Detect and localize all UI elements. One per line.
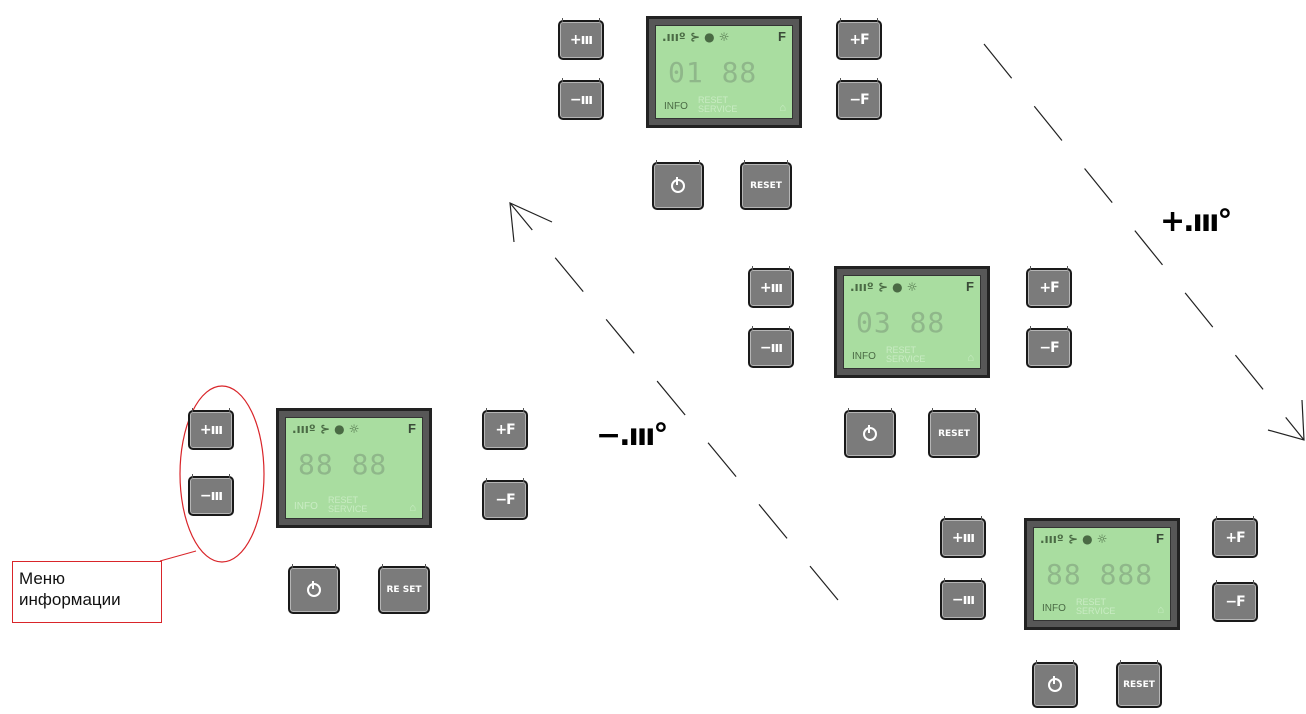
power-icon xyxy=(863,427,877,441)
lcd-info-label: INFO xyxy=(294,501,318,512)
power-button[interactable] xyxy=(652,162,704,210)
tap-minus-icon: −F xyxy=(1039,340,1058,356)
dhw-plus-button[interactable]: +F xyxy=(836,20,882,60)
tap-plus-icon: +F xyxy=(1039,280,1058,296)
info-menu-callout: Меню информации xyxy=(12,561,162,623)
reset-button[interactable]: RE SET xyxy=(378,566,430,614)
radiator-minus-icon: −ııı xyxy=(200,488,222,504)
tap-minus-icon: −F xyxy=(495,492,514,508)
heating-minus-button[interactable]: −ııı xyxy=(188,476,234,516)
power-icon xyxy=(307,583,321,597)
house-icon: ⌂ xyxy=(1157,604,1164,616)
arrowhead-top xyxy=(510,203,552,242)
radiator-minus-icon: −ııı xyxy=(570,92,592,108)
panel-middle: +ııı −ııı .ıııº ⊱ ● ☼ F 03 88 INFO RESET… xyxy=(748,262,1078,462)
lcd-status-icons: .ıııº ⊱ ● ☼ xyxy=(662,30,729,44)
panel-bottom-right: +ııı −ııı .ıııº ⊱ ● ☼ F 88 888 INFO RESE… xyxy=(940,514,1270,714)
house-icon: ⌂ xyxy=(779,102,786,114)
power-button[interactable] xyxy=(1032,662,1078,708)
callout-line-2: информации xyxy=(19,589,155,610)
lcd-status-icons: .ıııº ⊱ ● ☼ xyxy=(292,422,359,436)
lcd-info-label: INFO xyxy=(852,351,876,362)
power-button[interactable] xyxy=(288,566,340,614)
callout-line-1: Меню xyxy=(19,568,155,589)
dhw-minus-button[interactable]: −F xyxy=(482,480,528,520)
panel-top: +ııı −ııı .ıııº ⊱ ● ☼ F 01 88 INFO RESET… xyxy=(558,14,888,214)
power-icon xyxy=(671,179,685,193)
lcd-digits: 88 888 xyxy=(1046,558,1153,591)
lcd-status-icons: .ıııº ⊱ ● ☼ xyxy=(1040,532,1107,546)
dhw-plus-button[interactable]: +F xyxy=(482,410,528,450)
radiator-plus-icon: +ııı xyxy=(760,280,782,296)
reset-button[interactable]: RESET xyxy=(928,410,980,458)
heating-minus-button[interactable]: −ııı xyxy=(748,328,794,368)
power-button[interactable] xyxy=(844,410,896,458)
tap-minus-icon: −F xyxy=(1225,594,1244,610)
lcd-info-label: INFO xyxy=(1042,603,1066,614)
dhw-plus-button[interactable]: +F xyxy=(1212,518,1258,558)
power-icon xyxy=(1048,678,1062,692)
dhw-minus-button[interactable]: −F xyxy=(836,80,882,120)
radiator-minus-icon: −ııı xyxy=(760,340,782,356)
minus-heating-transition-label: −.ııı° xyxy=(596,418,666,453)
heating-plus-button[interactable]: +ııı xyxy=(558,20,604,60)
radiator-plus-icon: +ııı xyxy=(200,422,222,438)
house-icon: ⌂ xyxy=(409,502,416,514)
dhw-plus-button[interactable]: +F xyxy=(1026,268,1072,308)
tap-plus-icon: +F xyxy=(849,32,868,48)
tap-icon: F xyxy=(778,29,786,44)
tap-icon: F xyxy=(966,279,974,294)
radiator-plus-icon: +ııı xyxy=(570,32,592,48)
heating-plus-button[interactable]: +ııı xyxy=(748,268,794,308)
plus-heating-transition-label: +.ııı° xyxy=(1160,204,1230,239)
lcd-info-label: INFO xyxy=(664,101,688,112)
tap-plus-icon: +F xyxy=(495,422,514,438)
reset-button[interactable]: RESET xyxy=(1116,662,1162,708)
tap-plus-icon: +F xyxy=(1225,530,1244,546)
lcd-status-icons: .ıııº ⊱ ● ☼ xyxy=(850,280,917,294)
radiator-plus-icon: +ııı xyxy=(952,530,974,546)
heating-minus-button[interactable]: −ııı xyxy=(558,80,604,120)
heating-plus-button[interactable]: +ııı xyxy=(188,410,234,450)
dhw-minus-button[interactable]: −F xyxy=(1212,582,1258,622)
dhw-minus-button[interactable]: −F xyxy=(1026,328,1072,368)
panel-left: +ııı −ııı .ıııº ⊱ ● ☼ F 88 88 INFO RESET… xyxy=(188,404,518,604)
heating-plus-button[interactable]: +ııı xyxy=(940,518,986,558)
radiator-minus-icon: −ııı xyxy=(952,592,974,608)
house-icon: ⌂ xyxy=(967,352,974,364)
tap-icon: F xyxy=(408,421,416,436)
heating-minus-button[interactable]: −ııı xyxy=(940,580,986,620)
tap-icon: F xyxy=(1156,531,1164,546)
reset-button[interactable]: RESET xyxy=(740,162,792,210)
lcd-digits: 03 88 xyxy=(856,306,945,339)
lcd-digits: 01 88 xyxy=(668,56,757,89)
tap-minus-icon: −F xyxy=(849,92,868,108)
lcd-digits: 88 88 xyxy=(298,448,387,481)
